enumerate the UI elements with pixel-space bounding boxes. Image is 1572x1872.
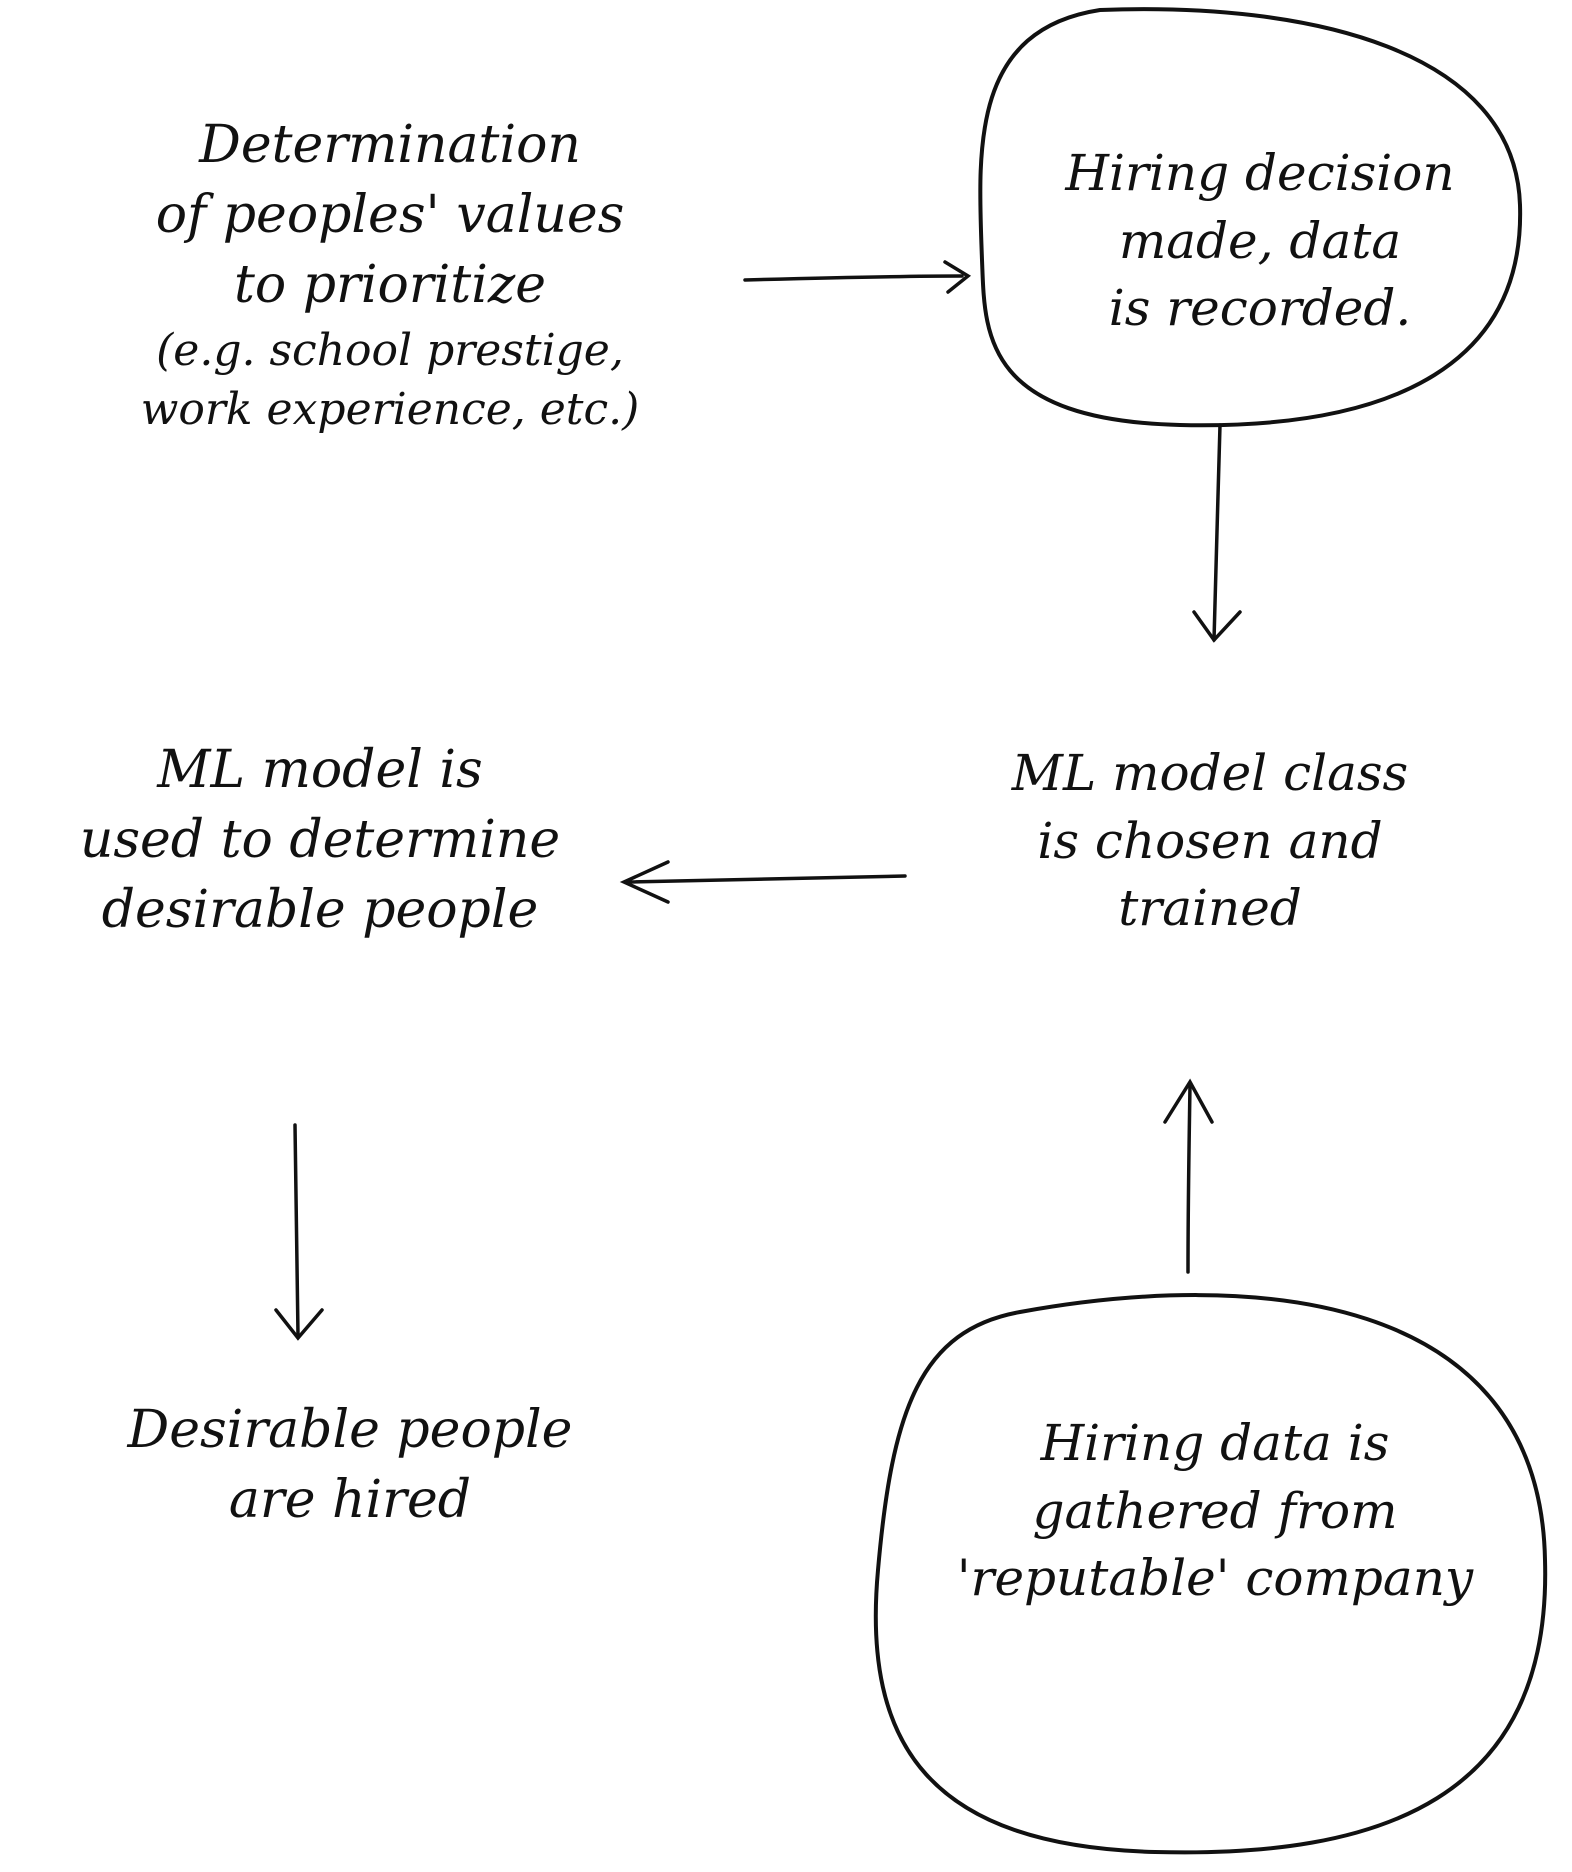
node-gather-line: 'reputable' company (956, 1549, 1474, 1607)
node-train-line: ML model class (1011, 744, 1409, 802)
node-use-line: desirable people (101, 880, 539, 941)
node-decision-line: is recorded. (1108, 279, 1412, 337)
node-train-line: is chosen and (1037, 811, 1383, 870)
node-hired: Desirable people are hired (70, 1395, 630, 1535)
node-use-line: used to determine (79, 810, 561, 871)
node-values-line: of peoples' values (155, 185, 625, 246)
edge-decision-to-train (1192, 423, 1242, 643)
node-values-line: Determination (199, 115, 581, 175)
node-use: ML model is used to determine desirable … (40, 735, 600, 946)
gather-node-outline (873, 1293, 1548, 1855)
node-values: Determination of peoples' values to prio… (70, 110, 710, 439)
node-values-line: (e.g. school prestige, (156, 324, 624, 376)
node-values-line: to prioritize (234, 255, 546, 316)
node-use-line: ML model is (157, 740, 483, 800)
edge-use-to-hired (274, 1123, 324, 1341)
node-gather-line: gathered from (1032, 1481, 1398, 1540)
node-train: ML model class is chosen and trained (960, 740, 1460, 943)
node-hired-line: Desirable people (127, 1400, 573, 1460)
node-gather: Hiring data is gathered from 'reputable'… (915, 1410, 1515, 1613)
node-values-line: work experience, etc.) (140, 383, 640, 435)
edge-values-to-decision (743, 260, 972, 294)
edge-gather-to-train (1163, 1078, 1214, 1274)
node-decision-line: Hiring decision (1065, 144, 1455, 202)
node-hired-line: are hired (228, 1470, 472, 1531)
node-train-line: trained (1118, 879, 1302, 937)
node-gather-line: Hiring data is (1040, 1414, 1390, 1472)
decision-node-outline (978, 7, 1523, 428)
edge-train-to-use (619, 860, 907, 904)
node-decision-line: made, data (1118, 211, 1402, 270)
node-decision: Hiring decision made, data is recorded. (1010, 140, 1510, 343)
